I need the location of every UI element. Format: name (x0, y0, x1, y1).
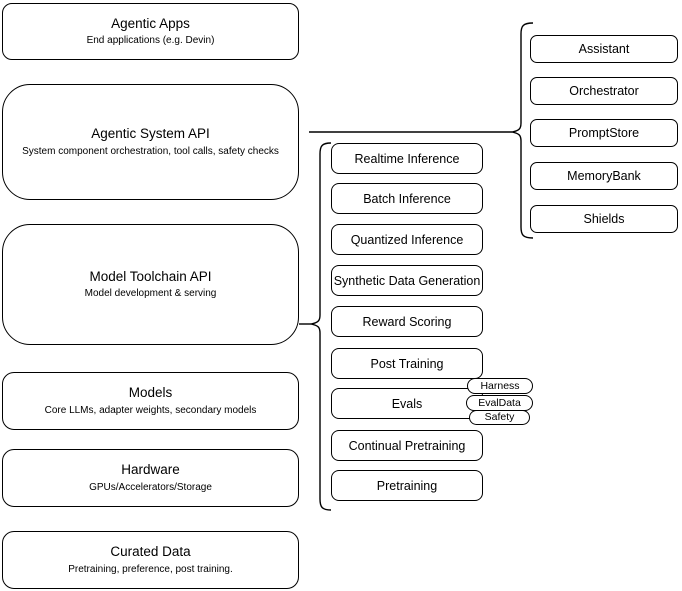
system-components-group-brace (511, 22, 534, 239)
node-continual-pretraining: Continual Pretraining (331, 430, 483, 461)
node-pretraining: Pretraining (331, 470, 483, 501)
node-subtitle: System component orchestration, tool cal… (22, 145, 279, 157)
node-curated-data: Curated Data Pretraining, preference, po… (2, 531, 299, 589)
node-reward-scoring: Reward Scoring (331, 306, 483, 337)
node-hardware: Hardware GPUs/Accelerators/Storage (2, 449, 299, 507)
node-models: Models Core LLMs, adapter weights, secon… (2, 372, 299, 430)
node-title: Curated Data (110, 544, 191, 560)
node-subtitle: End applications (e.g. Devin) (86, 35, 215, 47)
node-quantized-inference: Quantized Inference (331, 224, 483, 255)
tag-evaldata: EvalData (466, 395, 533, 411)
node-shields: Shields (530, 205, 678, 233)
node-agentic-apps: Agentic Apps End applications (e.g. Devi… (2, 3, 299, 60)
node-title: Model Toolchain API (89, 268, 212, 284)
node-title: Models (128, 385, 173, 401)
tag-safety: Safety (469, 410, 530, 425)
node-promptstore: PromptStore (530, 119, 678, 147)
node-subtitle: Model development & serving (84, 288, 217, 300)
toolchain-group-brace (310, 142, 332, 511)
node-assistant: Assistant (530, 35, 678, 63)
node-post-training: Post Training (331, 348, 483, 379)
tag-harness: Harness (467, 378, 533, 394)
node-memorybank: MemoryBank (530, 162, 678, 190)
node-title: Hardware (121, 462, 180, 478)
node-subtitle: Pretraining, preference, post training. (68, 563, 233, 575)
node-orchestrator: Orchestrator (530, 77, 678, 105)
node-synthetic-data-generation: Synthetic Data Generation (331, 265, 483, 296)
node-agentic-system-api: Agentic System API System component orch… (2, 84, 299, 200)
node-subtitle: GPUs/Accelerators/Storage (89, 481, 212, 493)
node-title: Agentic System API (91, 126, 210, 142)
node-batch-inference: Batch Inference (331, 183, 483, 214)
node-model-toolchain-api: Model Toolchain API Model development & … (2, 224, 299, 345)
node-evals: Evals (331, 388, 483, 419)
node-subtitle: Core LLMs, adapter weights, secondary mo… (44, 404, 257, 416)
node-realtime-inference: Realtime Inference (331, 143, 483, 174)
node-title: Agentic Apps (111, 15, 190, 31)
